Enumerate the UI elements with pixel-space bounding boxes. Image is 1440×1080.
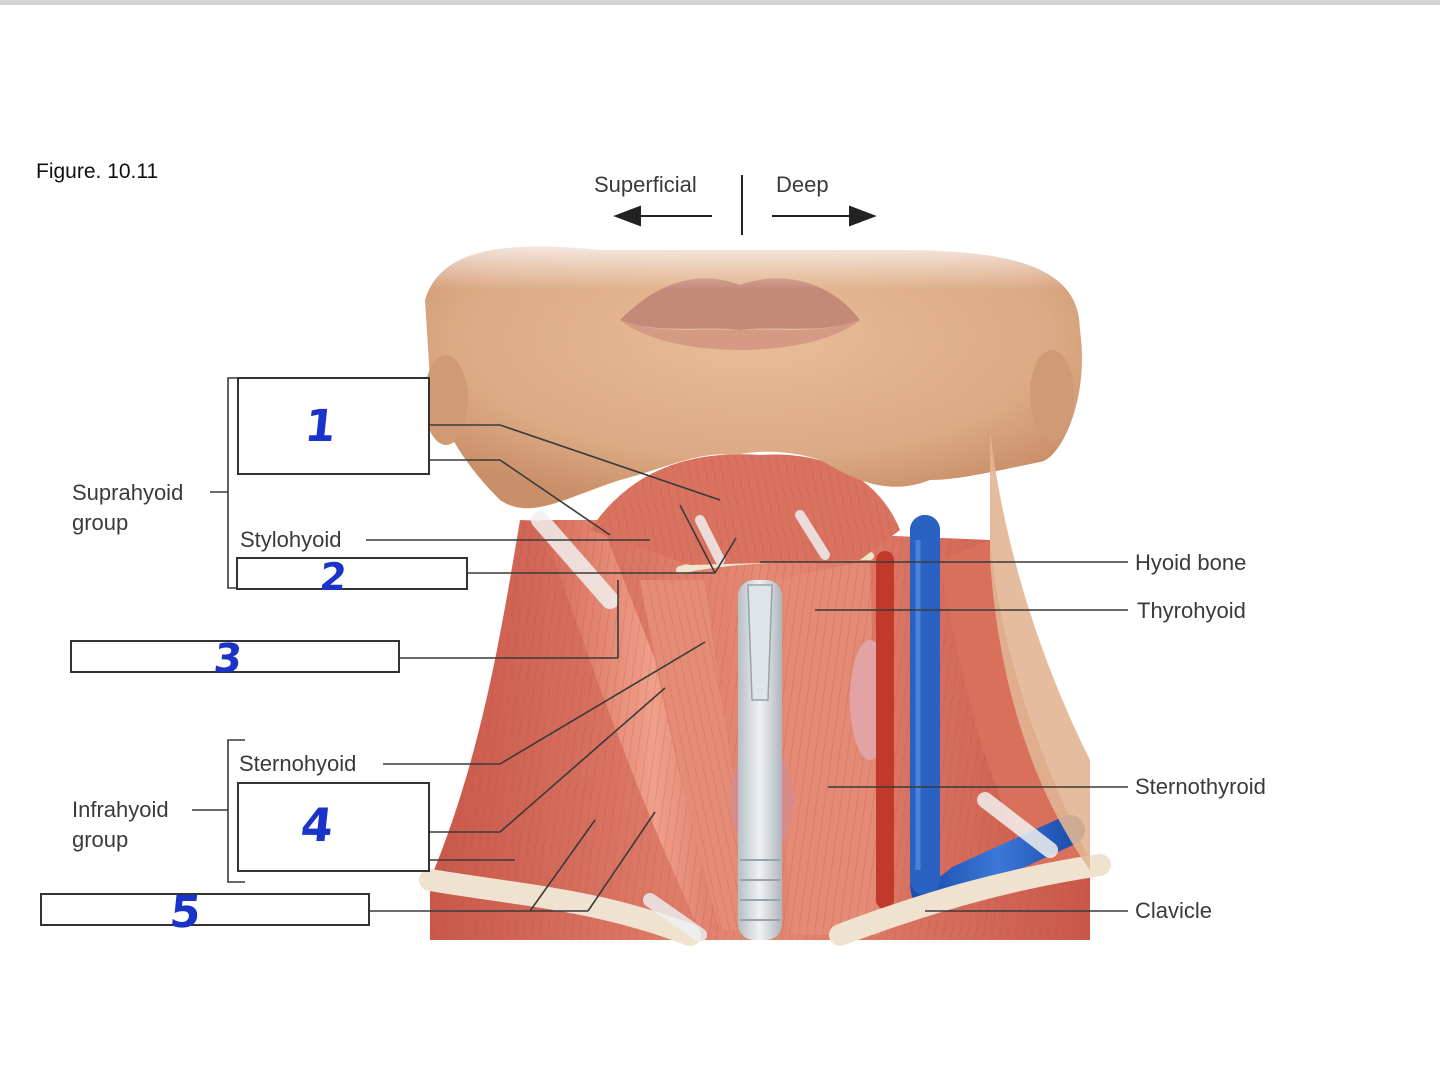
- hyoid-bone-label: Hyoid bone: [1135, 550, 1247, 575]
- answer-box-1[interactable]: 1: [237, 377, 430, 475]
- handwritten-answer-1: 1: [302, 401, 339, 452]
- answer-box-5[interactable]: 5: [40, 887, 370, 938]
- stylohyoid-label: Stylohyoid: [240, 527, 342, 552]
- sternothyroid-label: Sternothyroid: [1135, 774, 1266, 799]
- clavicle-label: Clavicle: [1135, 898, 1213, 923]
- infrahyoid-label-line-1: Infrahyoid: [72, 797, 169, 822]
- infrahyoid-group-label: Infrahyoid group: [72, 795, 169, 855]
- top-rule: [0, 0, 1440, 5]
- handwritten-answer-2: 2: [317, 555, 349, 599]
- superficial-label: Superficial: [594, 172, 697, 197]
- answer-box-3[interactable]: 3: [70, 636, 400, 682]
- deep-label: Deep: [776, 172, 829, 197]
- suprahyoid-label-line-2: group: [72, 510, 129, 535]
- answer-box-2[interactable]: 2: [236, 555, 468, 599]
- figure-title: Figure. 10.11: [36, 160, 159, 183]
- thyrohyoid-label: Thyrohyoid: [1137, 598, 1246, 623]
- handwritten-answer-4: 4: [298, 798, 336, 852]
- suprahyoid-label-line-1: Suprahyoid: [72, 480, 184, 505]
- sternohyoid-label: Sternohyoid: [239, 751, 357, 776]
- handwritten-answer-5: 5: [167, 887, 204, 938]
- answer-box-4[interactable]: 4: [237, 782, 430, 872]
- infrahyoid-label-line-2: group: [72, 827, 129, 852]
- handwritten-answer-3: 3: [211, 636, 245, 682]
- suprahyoid-group-label: Suprahyoid group: [72, 478, 183, 538]
